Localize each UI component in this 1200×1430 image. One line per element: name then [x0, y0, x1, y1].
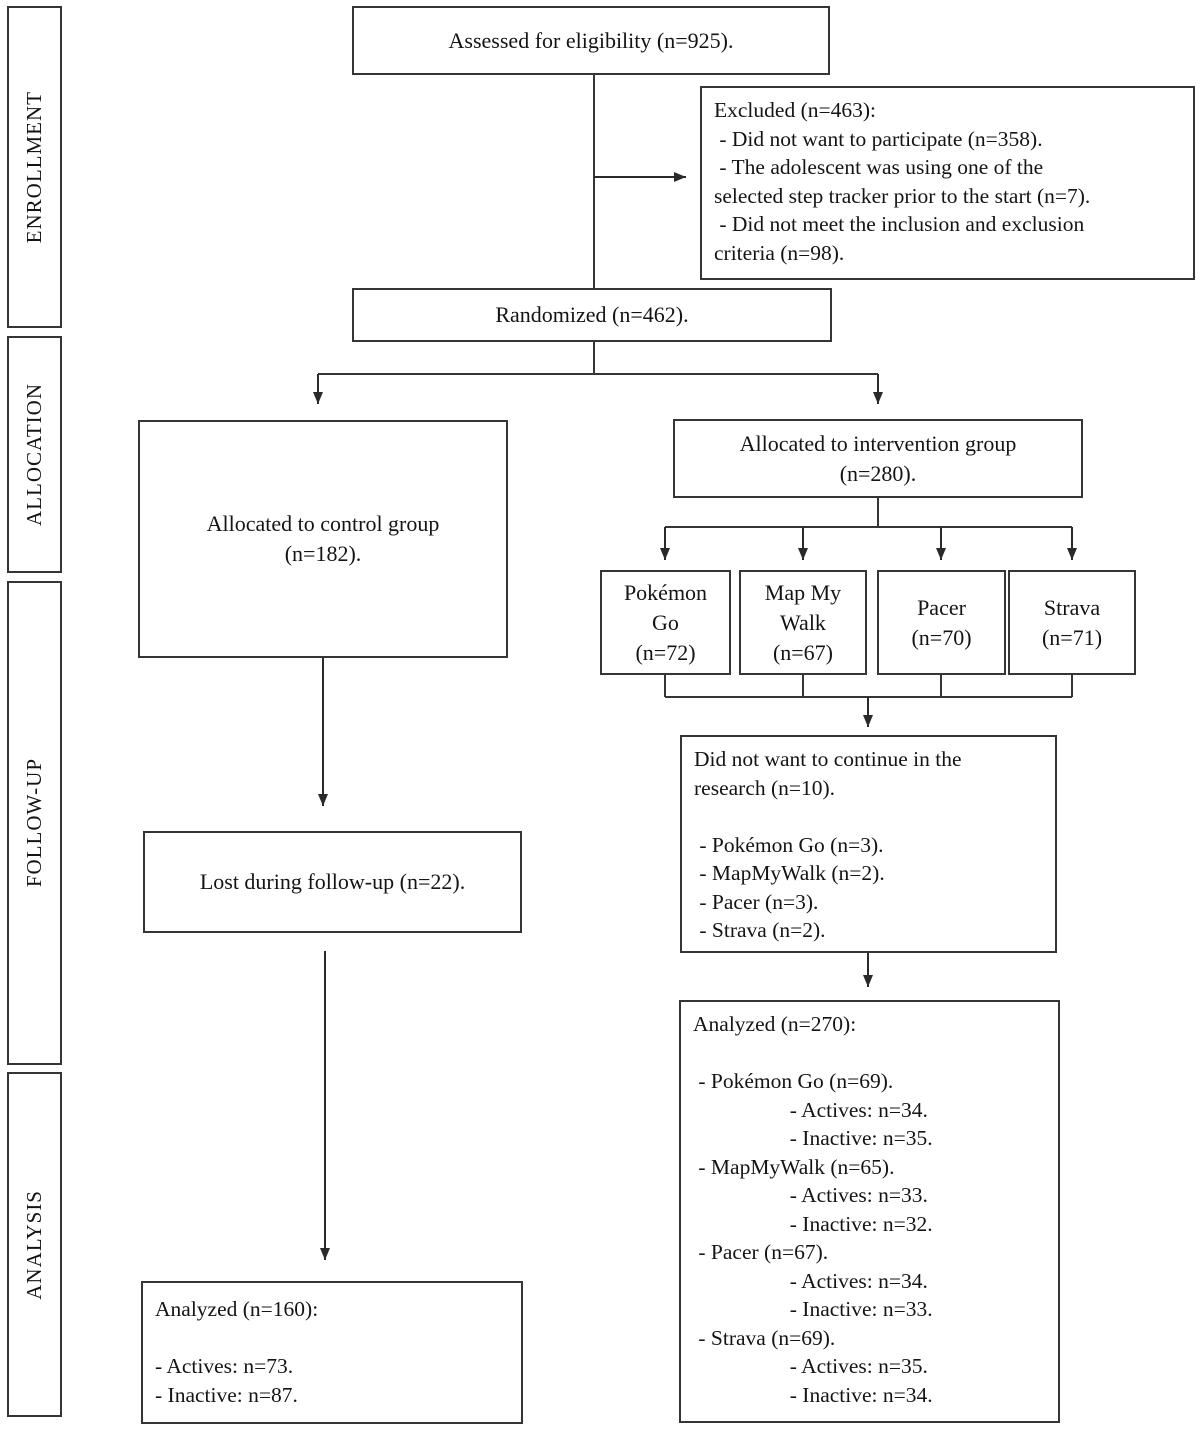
stage-enrollment-label: ENROLLMENT	[22, 90, 46, 244]
app-box-pacer: Pacer (n=70)	[877, 570, 1006, 675]
control-group-box: Allocated to control group (n=182).	[138, 420, 508, 658]
app-box-strava: Strava (n=71)	[1008, 570, 1136, 675]
stage-allocation-label: ALLOCATION	[22, 383, 46, 526]
stage-analysis-label: ANALYSIS	[22, 1189, 46, 1300]
connector-apps-merge	[664, 675, 1073, 698]
connector-randomized-split	[318, 342, 878, 375]
excluded-box: Excluded (n=463): - Did not want to part…	[700, 86, 1195, 280]
discontinued-box: Did not want to continue in the research…	[680, 735, 1057, 953]
randomized-box: Randomized (n=462).	[352, 288, 832, 342]
analyzed-control-box: Analyzed (n=160): - Actives: n=73. - Ina…	[141, 1281, 523, 1424]
analyzed-intervention-box: Analyzed (n=270): - Pokémon Go (n=69). -…	[679, 1000, 1060, 1423]
assessed-eligibility-box: Assessed for eligibility (n=925).	[352, 6, 830, 75]
app-box-pokemon-go: Pokémon Go (n=72)	[600, 570, 731, 675]
stage-follow-up: FOLLOW-UP	[7, 581, 62, 1065]
stage-allocation: ALLOCATION	[7, 336, 62, 573]
stage-follow-up-label: FOLLOW-UP	[22, 758, 46, 888]
lost-followup-box: Lost during follow-up (n=22).	[143, 831, 522, 933]
stage-enrollment: ENROLLMENT	[7, 6, 62, 328]
app-box-map-my-walk: Map My Walk (n=67)	[739, 570, 867, 675]
connector-intervention-split	[665, 498, 1072, 528]
intervention-group-box: Allocated to intervention group (n=280).	[673, 419, 1083, 498]
stage-analysis: ANALYSIS	[7, 1072, 62, 1417]
